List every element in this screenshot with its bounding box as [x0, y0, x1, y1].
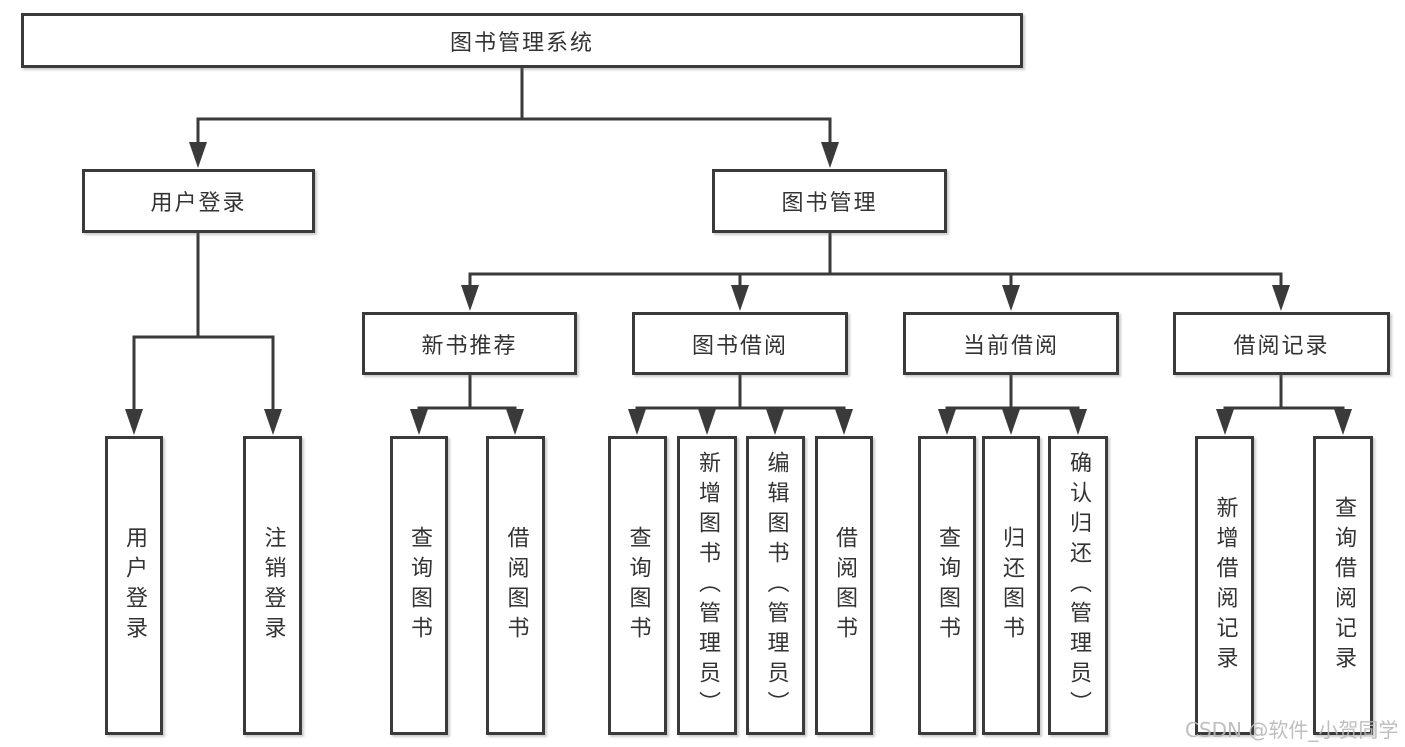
leaf-user-login-label: 用户登录 — [122, 525, 147, 646]
node-library-system: 图书管理系统 — [21, 13, 1023, 68]
leaf-add-borrow-record: 新增借阅记录 — [1195, 436, 1254, 735]
node-new-book-recommend-label: 新书推荐 — [421, 333, 518, 359]
leaf-borrow-book: 借阅图书 — [815, 436, 873, 735]
leaf-query-book-current: 查询图书 — [918, 436, 976, 735]
csdn-watermark: CSDN @软件_小贺同学 — [1185, 718, 1399, 742]
leaf-query-book-newrec-label: 查询图书 — [407, 525, 432, 646]
leaf-borrow-book-newrec: 借阅图书 — [486, 436, 545, 735]
node-book-management-label: 图书管理 — [781, 191, 878, 216]
node-user-login-label: 用户登录 — [150, 191, 247, 216]
leaf-add-borrow-record-label: 新增借阅记录 — [1212, 495, 1238, 676]
node-book-borrow-label: 图书借阅 — [691, 333, 788, 359]
leaf-query-book-current-label: 查询图书 — [935, 525, 960, 646]
leaf-return-book-label: 归还图书 — [999, 525, 1024, 646]
leaf-query-book-borrow-label: 查询图书 — [625, 525, 651, 646]
leaf-add-book-admin: 新增图书（管理员） — [677, 436, 737, 735]
leaf-query-book-newrec: 查询图书 — [390, 436, 448, 735]
leaf-return-book: 归还图书 — [982, 436, 1040, 735]
leaf-add-book-admin-label: 新增图书（管理员） — [695, 450, 720, 721]
node-book-management: 图书管理 — [712, 169, 947, 233]
arrowheads — [125, 142, 1352, 435]
leaf-borrow-book-label: 借阅图书 — [832, 525, 857, 646]
node-user-login: 用户登录 — [82, 169, 315, 233]
node-book-borrow: 图书借阅 — [632, 312, 848, 375]
node-borrow-records-label: 借阅记录 — [1233, 333, 1330, 359]
leaf-user-login: 用户登录 — [105, 436, 163, 735]
leaf-edit-book-admin-label: 编辑图书（管理员） — [763, 450, 789, 721]
node-library-system-label: 图书管理系统 — [449, 30, 594, 56]
node-new-book-recommend: 新书推荐 — [362, 312, 577, 375]
node-borrow-records: 借阅记录 — [1173, 312, 1390, 375]
leaf-query-borrow-record: 查询借阅记录 — [1313, 436, 1373, 735]
leaf-logout-label: 注销登录 — [260, 525, 286, 646]
node-current-borrow: 当前借阅 — [903, 312, 1119, 375]
leaf-confirm-return-admin-label: 确认归还（管理员） — [1066, 450, 1091, 721]
leaf-logout: 注销登录 — [243, 436, 302, 735]
leaf-query-book-borrow: 查询图书 — [608, 436, 667, 735]
leaf-edit-book-admin: 编辑图书（管理员） — [746, 436, 805, 735]
leaf-query-borrow-record-label: 查询借阅记录 — [1331, 495, 1356, 676]
node-current-borrow-label: 当前借阅 — [962, 333, 1059, 359]
leaf-confirm-return-admin: 确认归还（管理员） — [1048, 436, 1108, 735]
leaf-borrow-book-newrec-label: 借阅图书 — [503, 525, 529, 646]
